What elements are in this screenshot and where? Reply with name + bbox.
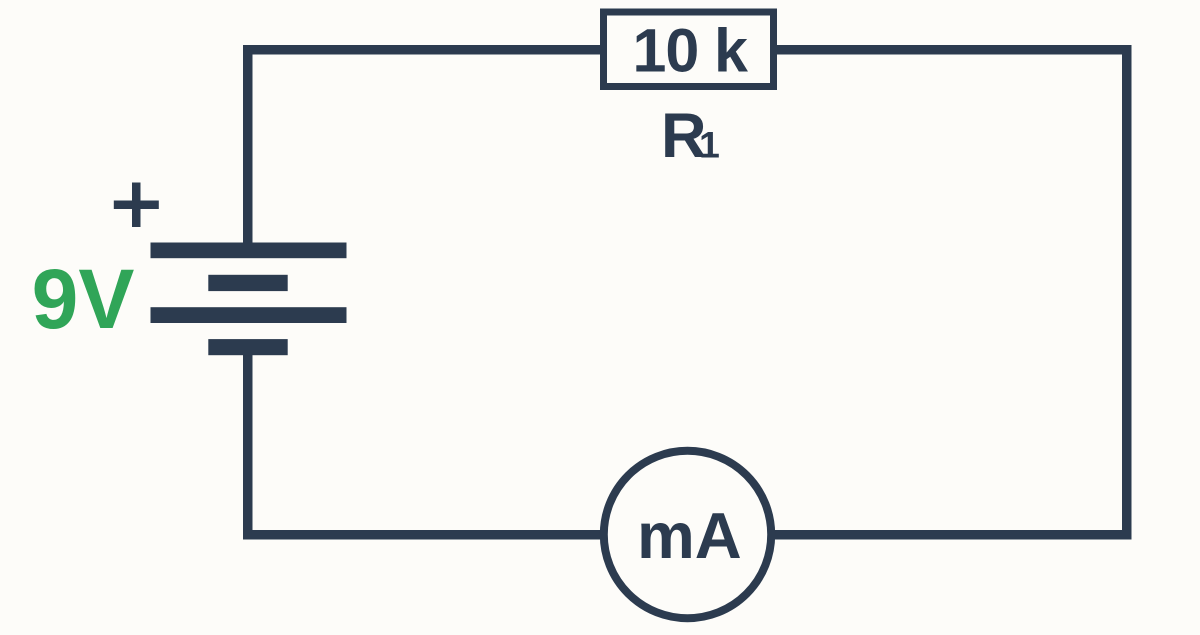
svg-text:R: R (661, 101, 707, 171)
svg-text:10 k: 10 k (633, 17, 748, 85)
svg-text:mA: mA (637, 499, 742, 572)
svg-text:1: 1 (699, 124, 720, 166)
svg-text:9V: 9V (32, 252, 135, 346)
